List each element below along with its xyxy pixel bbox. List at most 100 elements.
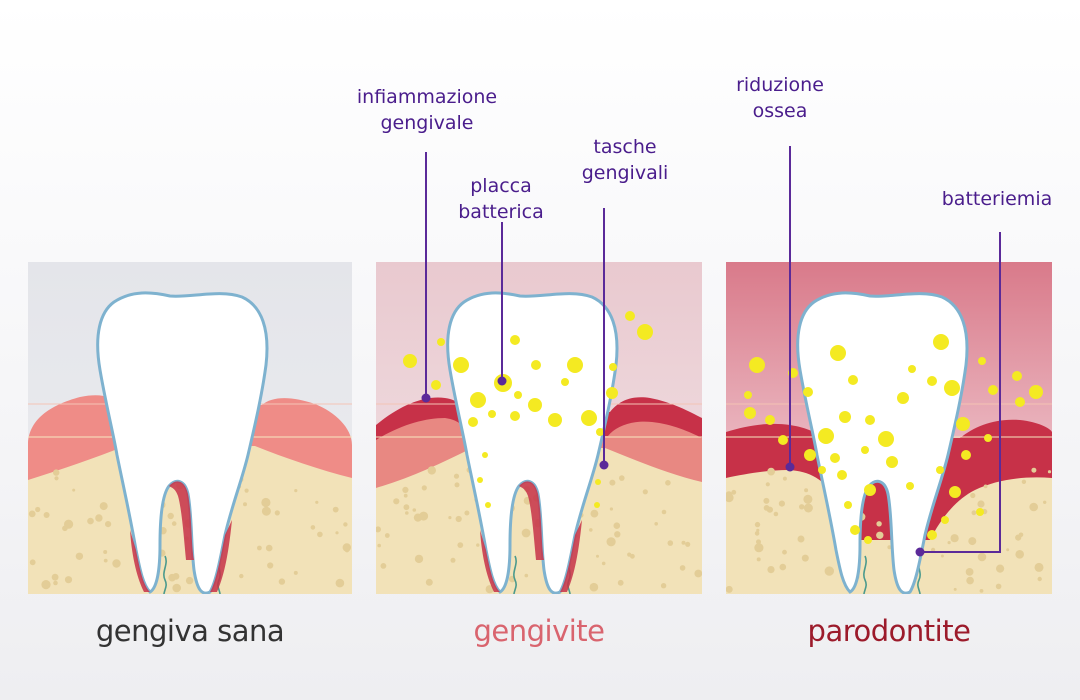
bone-pore bbox=[168, 573, 176, 582]
bone-pore bbox=[99, 502, 108, 511]
bone-pore bbox=[257, 545, 262, 551]
bone-pore bbox=[54, 476, 59, 481]
bone-pore bbox=[613, 522, 621, 529]
bone-pore bbox=[421, 485, 427, 491]
bone-pore bbox=[105, 521, 112, 528]
bone-pore bbox=[797, 535, 805, 543]
bone-pore bbox=[172, 583, 181, 593]
bone-pore bbox=[274, 510, 280, 516]
bone-pore bbox=[112, 559, 121, 568]
bone-pore bbox=[887, 545, 892, 550]
bone-pore bbox=[756, 539, 761, 545]
bone-pore bbox=[754, 521, 761, 528]
bone-pore bbox=[393, 498, 400, 505]
bone-pore bbox=[261, 497, 271, 508]
infiammazione-dot bbox=[421, 393, 431, 403]
callout-infiammazione-line2: gengivale bbox=[380, 112, 474, 134]
bone-pore bbox=[824, 566, 834, 576]
callout-placca-line1: placca bbox=[470, 175, 532, 197]
nerve-left bbox=[863, 555, 867, 594]
bone-pore bbox=[185, 576, 194, 585]
panel-healthy bbox=[28, 262, 352, 594]
bone-pore bbox=[801, 554, 809, 562]
callout-lines bbox=[425, 146, 1001, 553]
bone-pore bbox=[103, 550, 108, 554]
bone-pore bbox=[726, 493, 734, 503]
bone-pore bbox=[310, 525, 316, 530]
panel-periodontitis bbox=[726, 262, 1052, 594]
bone-pore bbox=[763, 497, 770, 504]
bone-pore bbox=[756, 557, 761, 562]
bone-pore bbox=[763, 505, 770, 511]
bone-pore bbox=[931, 547, 936, 553]
bone-pore bbox=[1043, 500, 1047, 504]
bone-pore bbox=[343, 522, 348, 527]
bone-pore bbox=[660, 583, 667, 589]
bone-pore bbox=[876, 521, 882, 527]
caption-periodontitis: parodontite bbox=[807, 614, 971, 648]
bone-pore bbox=[51, 573, 59, 581]
bone-pore bbox=[589, 528, 593, 532]
bone-pore bbox=[782, 476, 787, 481]
tooth-gingivitis bbox=[446, 291, 619, 594]
panel-gingivitis bbox=[376, 262, 702, 594]
bone-pore bbox=[425, 578, 433, 586]
callout-placca: placca batterica bbox=[442, 173, 560, 225]
bone-pore bbox=[589, 582, 599, 592]
bone-pore bbox=[1047, 470, 1052, 474]
bone-pore bbox=[457, 542, 464, 548]
bone-pore bbox=[756, 528, 760, 533]
bone-pore bbox=[947, 541, 951, 545]
plaque-bacteria bbox=[403, 311, 653, 508]
bone-pore bbox=[590, 509, 599, 518]
bone-pore bbox=[171, 521, 177, 526]
bone-pore bbox=[75, 552, 84, 560]
bone-pore bbox=[977, 552, 987, 562]
bone-pore bbox=[950, 534, 959, 543]
bone-pore bbox=[376, 526, 381, 533]
bone-pore bbox=[1037, 576, 1042, 582]
bone-pore bbox=[953, 587, 957, 591]
bone-pore bbox=[799, 504, 805, 510]
bone-pore bbox=[345, 548, 349, 553]
bone-pore bbox=[427, 466, 436, 475]
bone-pore bbox=[62, 525, 68, 532]
tasche-dot bbox=[599, 460, 609, 470]
callout-tasche-line1: tasche bbox=[593, 136, 657, 158]
bone-pore bbox=[1015, 534, 1022, 541]
bone-pore bbox=[731, 489, 737, 495]
bone-pore bbox=[596, 554, 599, 558]
bone-pore bbox=[103, 558, 108, 563]
bone-pore bbox=[239, 573, 244, 579]
bone-pore bbox=[521, 528, 531, 538]
bone-pore bbox=[265, 544, 273, 552]
bone-pore bbox=[606, 537, 616, 547]
bone-pore bbox=[72, 488, 76, 492]
bone-pore bbox=[1029, 502, 1038, 512]
bone-pore bbox=[681, 540, 686, 545]
bone-pore bbox=[654, 522, 658, 526]
bone-pore bbox=[419, 511, 429, 521]
bone-pore bbox=[627, 552, 632, 557]
bone-pore bbox=[979, 589, 984, 593]
bone-pore bbox=[342, 543, 351, 552]
callout-batteriemia-line1: batteriemia bbox=[941, 188, 1053, 210]
bone-pore bbox=[64, 576, 73, 584]
bone-pore bbox=[767, 566, 775, 574]
bone-pore bbox=[970, 492, 976, 499]
bone-pore bbox=[455, 515, 462, 523]
bone-pore bbox=[679, 565, 686, 571]
bone-pore bbox=[983, 484, 988, 489]
callout-riduzione-line2: ossea bbox=[752, 100, 808, 122]
bone-pore bbox=[41, 580, 51, 590]
caption-gingivitis: gengivite bbox=[473, 614, 605, 648]
callout-riduzione: riduzione ossea bbox=[718, 72, 842, 124]
bone-pore bbox=[278, 578, 286, 585]
bone-pore bbox=[28, 510, 36, 518]
bone-pore bbox=[1006, 548, 1010, 552]
bone-pore bbox=[694, 569, 702, 578]
bone-pore bbox=[609, 479, 616, 486]
callout-infiammazione: infiammazione gengivale bbox=[338, 84, 516, 136]
batteriemia-leader bbox=[920, 232, 1001, 553]
